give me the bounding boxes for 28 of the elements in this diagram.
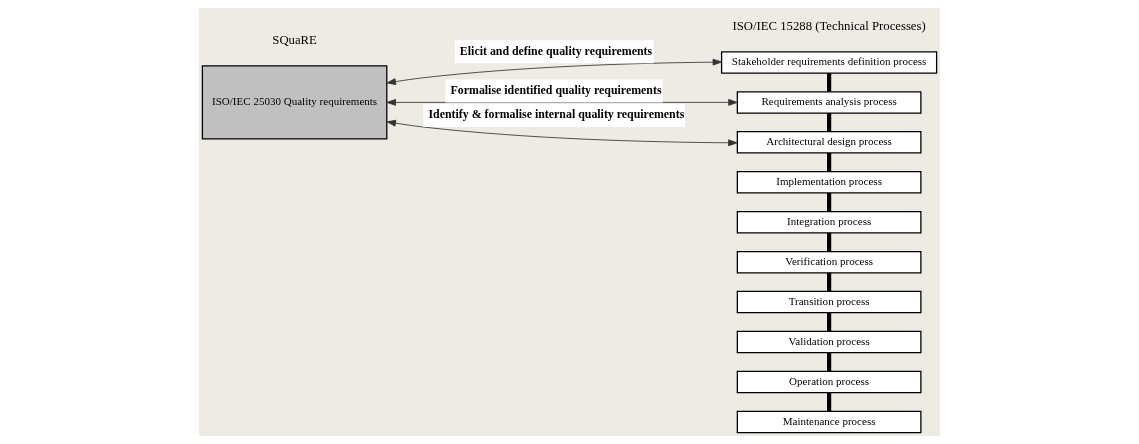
connector <box>826 192 832 212</box>
node-box: Validation process <box>736 330 922 354</box>
node-box: Operation process <box>736 370 922 394</box>
arrow <box>386 119 738 147</box>
connector <box>826 153 832 172</box>
node-box: Requirements analysis process <box>736 91 922 114</box>
node-box: Integration process <box>736 210 922 234</box>
node-box: Maintenance process <box>736 410 922 434</box>
arrow <box>386 99 738 106</box>
edge-label: Elicit and define quality requirements <box>459 43 653 58</box>
node-box: Architectural design process <box>736 131 922 154</box>
label: SQuaRE <box>272 33 317 48</box>
connector <box>826 73 832 92</box>
node-box: Verification process <box>736 250 922 274</box>
node-box: Implementation process <box>736 171 922 194</box>
connector <box>826 312 832 332</box>
label: ISO/IEC 15288 (Technical Processes) <box>732 18 926 33</box>
connector <box>826 232 832 252</box>
connector <box>826 392 832 411</box>
edge-label: Identify & formalise internal quality requirements <box>428 107 685 122</box>
connector <box>826 113 832 132</box>
node-box: Transition process <box>736 290 922 314</box>
connector <box>826 352 832 372</box>
node-box: Stakeholder requirements definition process <box>720 51 938 74</box>
node-box: ISO/IEC 25030 Quality requirements <box>201 65 388 140</box>
arrow <box>386 58 722 85</box>
connector <box>826 272 832 292</box>
edge-label: Formalise identified quality requirements <box>450 82 662 97</box>
